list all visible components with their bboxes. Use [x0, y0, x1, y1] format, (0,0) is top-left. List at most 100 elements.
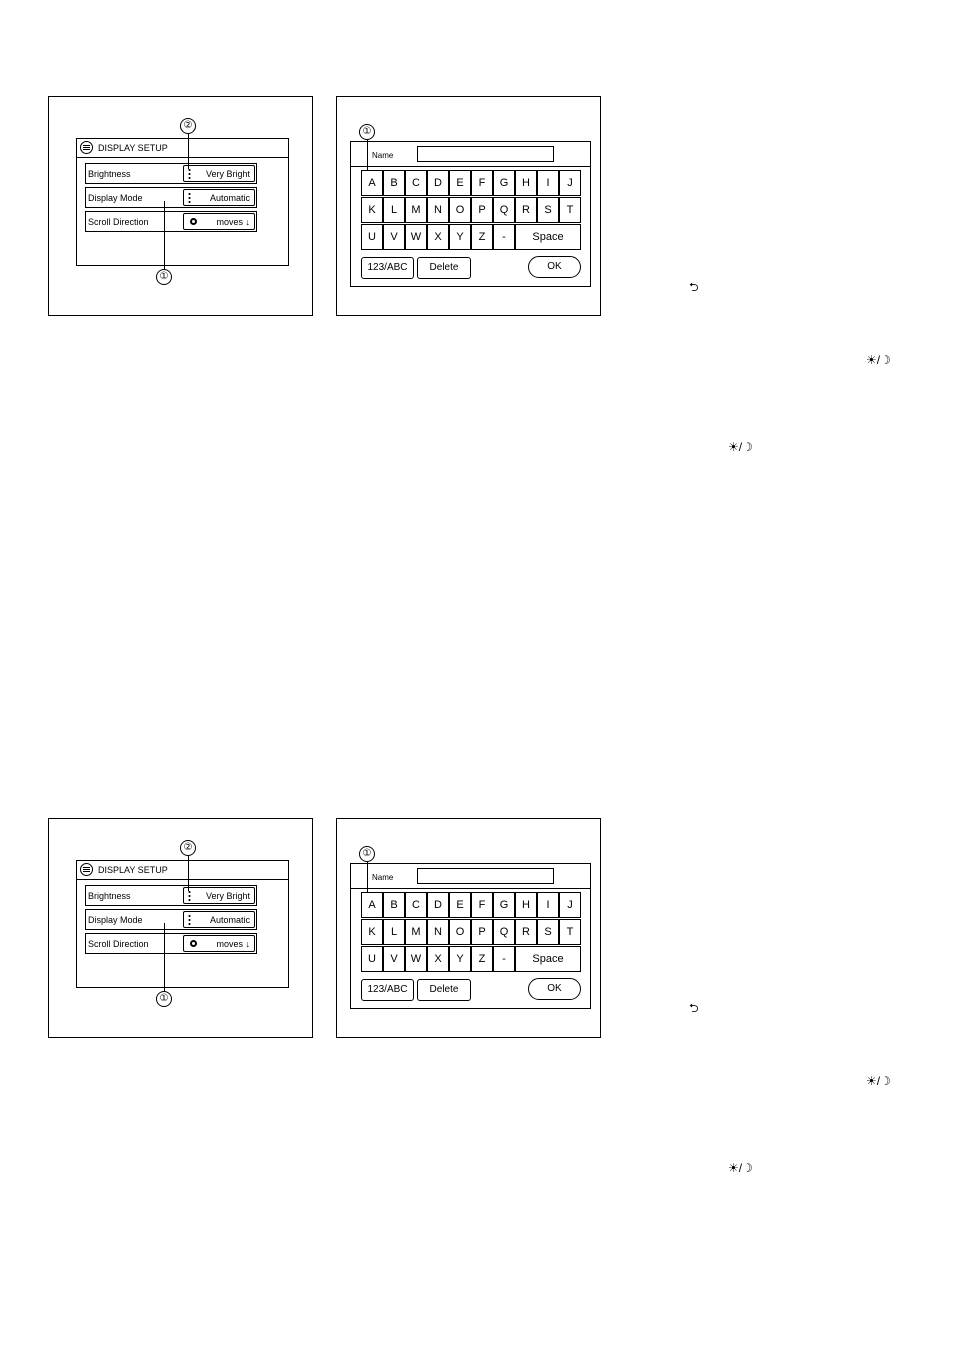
key-k[interactable]: K: [361, 919, 383, 945]
key-x[interactable]: X: [427, 946, 449, 972]
display-mode-value: Automatic: [209, 193, 250, 203]
key-d[interactable]: D: [427, 892, 449, 918]
key-f[interactable]: F: [471, 170, 493, 196]
key-c[interactable]: C: [405, 892, 427, 918]
key-d[interactable]: D: [427, 170, 449, 196]
display-setup-screen: DISPLAY SETUP Brightness Very Bright Dis…: [76, 860, 289, 988]
scroll-direction-row: Scroll Direction moves ↓: [85, 211, 257, 232]
key-t[interactable]: T: [559, 919, 581, 945]
key-t[interactable]: T: [559, 197, 581, 223]
key-u[interactable]: U: [361, 224, 383, 250]
display-setup-screen: DISPLAY SETUP Brightness Very Bright Dis…: [76, 138, 289, 266]
scroll-direction-button[interactable]: moves ↓: [183, 213, 255, 230]
name-label: Name: [372, 151, 394, 160]
key-y[interactable]: Y: [449, 946, 471, 972]
mode-toggle-button[interactable]: 123/ABC: [361, 257, 414, 279]
keyboard-figure: ① Name A B C D E F G H I J K L M N O P Q…: [336, 818, 601, 1038]
adjust-dots-icon: [188, 192, 191, 204]
key-n[interactable]: N: [427, 919, 449, 945]
key-s[interactable]: S: [537, 919, 559, 945]
key-q[interactable]: Q: [493, 919, 515, 945]
key-r[interactable]: R: [515, 919, 537, 945]
display-setup-header: DISPLAY SETUP: [77, 861, 288, 880]
key-i[interactable]: I: [537, 170, 559, 196]
key-h[interactable]: H: [515, 892, 537, 918]
key-u[interactable]: U: [361, 946, 383, 972]
key-e[interactable]: E: [449, 892, 471, 918]
key-n[interactable]: N: [427, 197, 449, 223]
key-j[interactable]: J: [559, 170, 581, 196]
key-i[interactable]: I: [537, 892, 559, 918]
callout-2-leader: [188, 856, 189, 891]
brightness-value: Very Bright: [205, 169, 250, 179]
key-v[interactable]: V: [383, 224, 405, 250]
key-a[interactable]: A: [361, 892, 383, 918]
keyboard-header: Name: [351, 864, 590, 889]
brightness-button[interactable]: Very Bright: [183, 165, 255, 182]
key-b[interactable]: B: [383, 170, 405, 196]
scroll-direction-value: moves ↓: [216, 939, 250, 949]
scroll-direction-row: Scroll Direction moves ↓: [85, 933, 257, 954]
key-l[interactable]: L: [383, 919, 405, 945]
key-z[interactable]: Z: [471, 946, 493, 972]
key-p[interactable]: P: [471, 197, 493, 223]
callout-1-leader: [367, 862, 368, 900]
day-night-icon: ☀/☽: [728, 1161, 753, 1175]
key-f[interactable]: F: [471, 892, 493, 918]
keyboard-header: Name: [351, 142, 590, 167]
display-mode-value: Automatic: [209, 915, 250, 925]
key-l[interactable]: L: [383, 197, 405, 223]
brightness-button[interactable]: Very Bright: [183, 887, 255, 904]
name-input[interactable]: [417, 146, 554, 162]
key-g[interactable]: G: [493, 170, 515, 196]
key-h[interactable]: H: [515, 170, 537, 196]
key-hyphen[interactable]: -: [493, 224, 515, 250]
key-m[interactable]: M: [405, 919, 427, 945]
key-a[interactable]: A: [361, 170, 383, 196]
key-space[interactable]: Space: [515, 224, 581, 250]
key-j[interactable]: J: [559, 892, 581, 918]
key-b[interactable]: B: [383, 892, 405, 918]
key-x[interactable]: X: [427, 224, 449, 250]
keyboard-figure: ① Name A B C D E F G H I J K L M N O P Q…: [336, 96, 601, 316]
scroll-direction-button[interactable]: moves ↓: [183, 935, 255, 952]
brightness-value: Very Bright: [205, 891, 250, 901]
key-o[interactable]: O: [449, 197, 471, 223]
display-setup-figure: ② ① DISPLAY SETUP Brightness Very Bright…: [48, 96, 313, 316]
key-o[interactable]: O: [449, 919, 471, 945]
key-hyphen[interactable]: -: [493, 946, 515, 972]
key-y[interactable]: Y: [449, 224, 471, 250]
key-e[interactable]: E: [449, 170, 471, 196]
callout-2: ②: [180, 118, 196, 134]
scroll-direction-value: moves ↓: [216, 217, 250, 227]
name-input[interactable]: [417, 868, 554, 884]
key-z[interactable]: Z: [471, 224, 493, 250]
display-mode-button[interactable]: Automatic: [183, 189, 255, 206]
display-mode-button[interactable]: Automatic: [183, 911, 255, 928]
key-c[interactable]: C: [405, 170, 427, 196]
callout-1-leader: [367, 140, 368, 178]
map-center-icon: [190, 940, 197, 947]
ok-button[interactable]: OK: [528, 256, 581, 278]
key-q[interactable]: Q: [493, 197, 515, 223]
display-setup-title: DISPLAY SETUP: [98, 143, 168, 153]
adjust-dots-icon: [188, 168, 191, 180]
mode-toggle-button[interactable]: 123/ABC: [361, 979, 414, 1001]
callout-2: ②: [180, 840, 196, 856]
key-space[interactable]: Space: [515, 946, 581, 972]
delete-button[interactable]: Delete: [417, 257, 471, 279]
key-g[interactable]: G: [493, 892, 515, 918]
callout-1-leader: [164, 923, 165, 991]
key-r[interactable]: R: [515, 197, 537, 223]
key-v[interactable]: V: [383, 946, 405, 972]
key-m[interactable]: M: [405, 197, 427, 223]
brightness-row: Brightness Very Bright: [85, 163, 257, 184]
key-p[interactable]: P: [471, 919, 493, 945]
key-w[interactable]: W: [405, 224, 427, 250]
key-k[interactable]: K: [361, 197, 383, 223]
scroll-direction-label: Scroll Direction: [88, 939, 149, 949]
key-w[interactable]: W: [405, 946, 427, 972]
delete-button[interactable]: Delete: [417, 979, 471, 1001]
ok-button[interactable]: OK: [528, 978, 581, 1000]
key-s[interactable]: S: [537, 197, 559, 223]
